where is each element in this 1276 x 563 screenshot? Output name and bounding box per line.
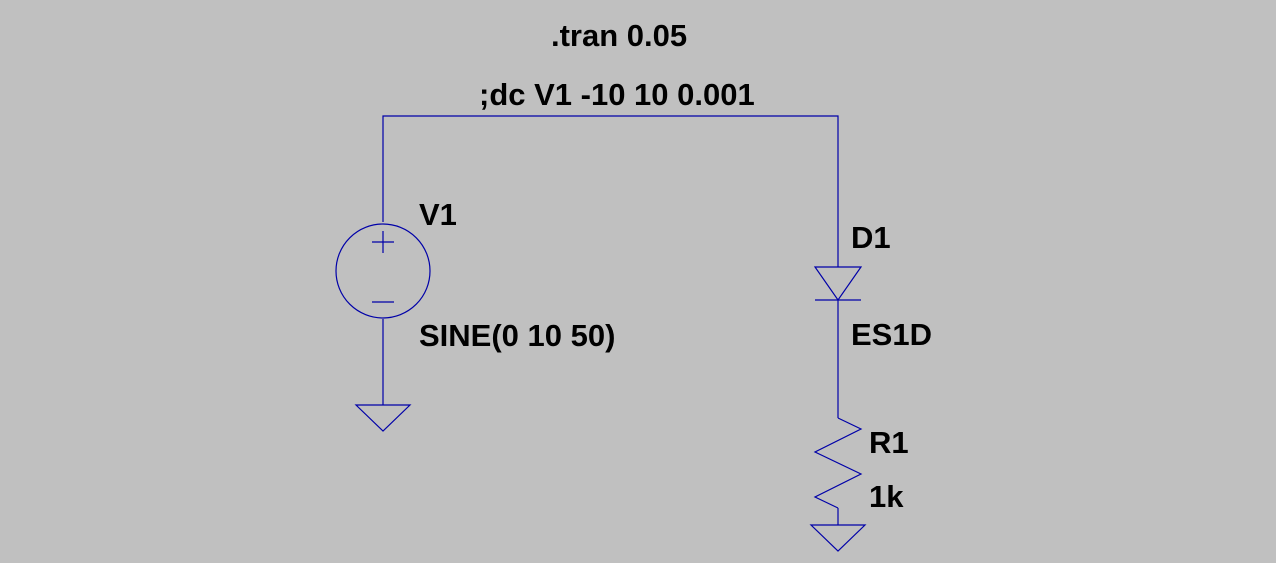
ground-icon bbox=[809, 524, 867, 552]
d1-name-label[interactable]: D1 bbox=[851, 220, 891, 255]
tran-directive[interactable]: .tran 0.05 bbox=[551, 18, 687, 53]
dc-comment-directive[interactable]: ;dc V1 -10 10 0.001 bbox=[479, 77, 755, 112]
voltage-source-v1[interactable] bbox=[335, 223, 431, 319]
voltage-source-icon bbox=[335, 223, 431, 319]
v1-name-label[interactable]: V1 bbox=[419, 197, 457, 232]
plus-sign-icon bbox=[372, 231, 394, 253]
diode-d1[interactable] bbox=[813, 266, 863, 302]
ground-v1[interactable] bbox=[354, 404, 412, 432]
wire-net[interactable] bbox=[382, 115, 839, 525]
d1-value-label[interactable]: ES1D bbox=[851, 317, 932, 352]
resistor-r1[interactable] bbox=[813, 417, 863, 509]
v1-value-label[interactable]: SINE(0 10 50) bbox=[419, 318, 615, 353]
r1-name-label[interactable]: R1 bbox=[869, 425, 909, 460]
wire-top[interactable] bbox=[382, 115, 839, 267]
resistor-icon bbox=[813, 417, 863, 509]
ground-r1[interactable] bbox=[809, 524, 867, 552]
ground-icon bbox=[354, 404, 412, 432]
diode-icon bbox=[813, 266, 863, 302]
r1-value-label[interactable]: 1k bbox=[869, 479, 904, 514]
